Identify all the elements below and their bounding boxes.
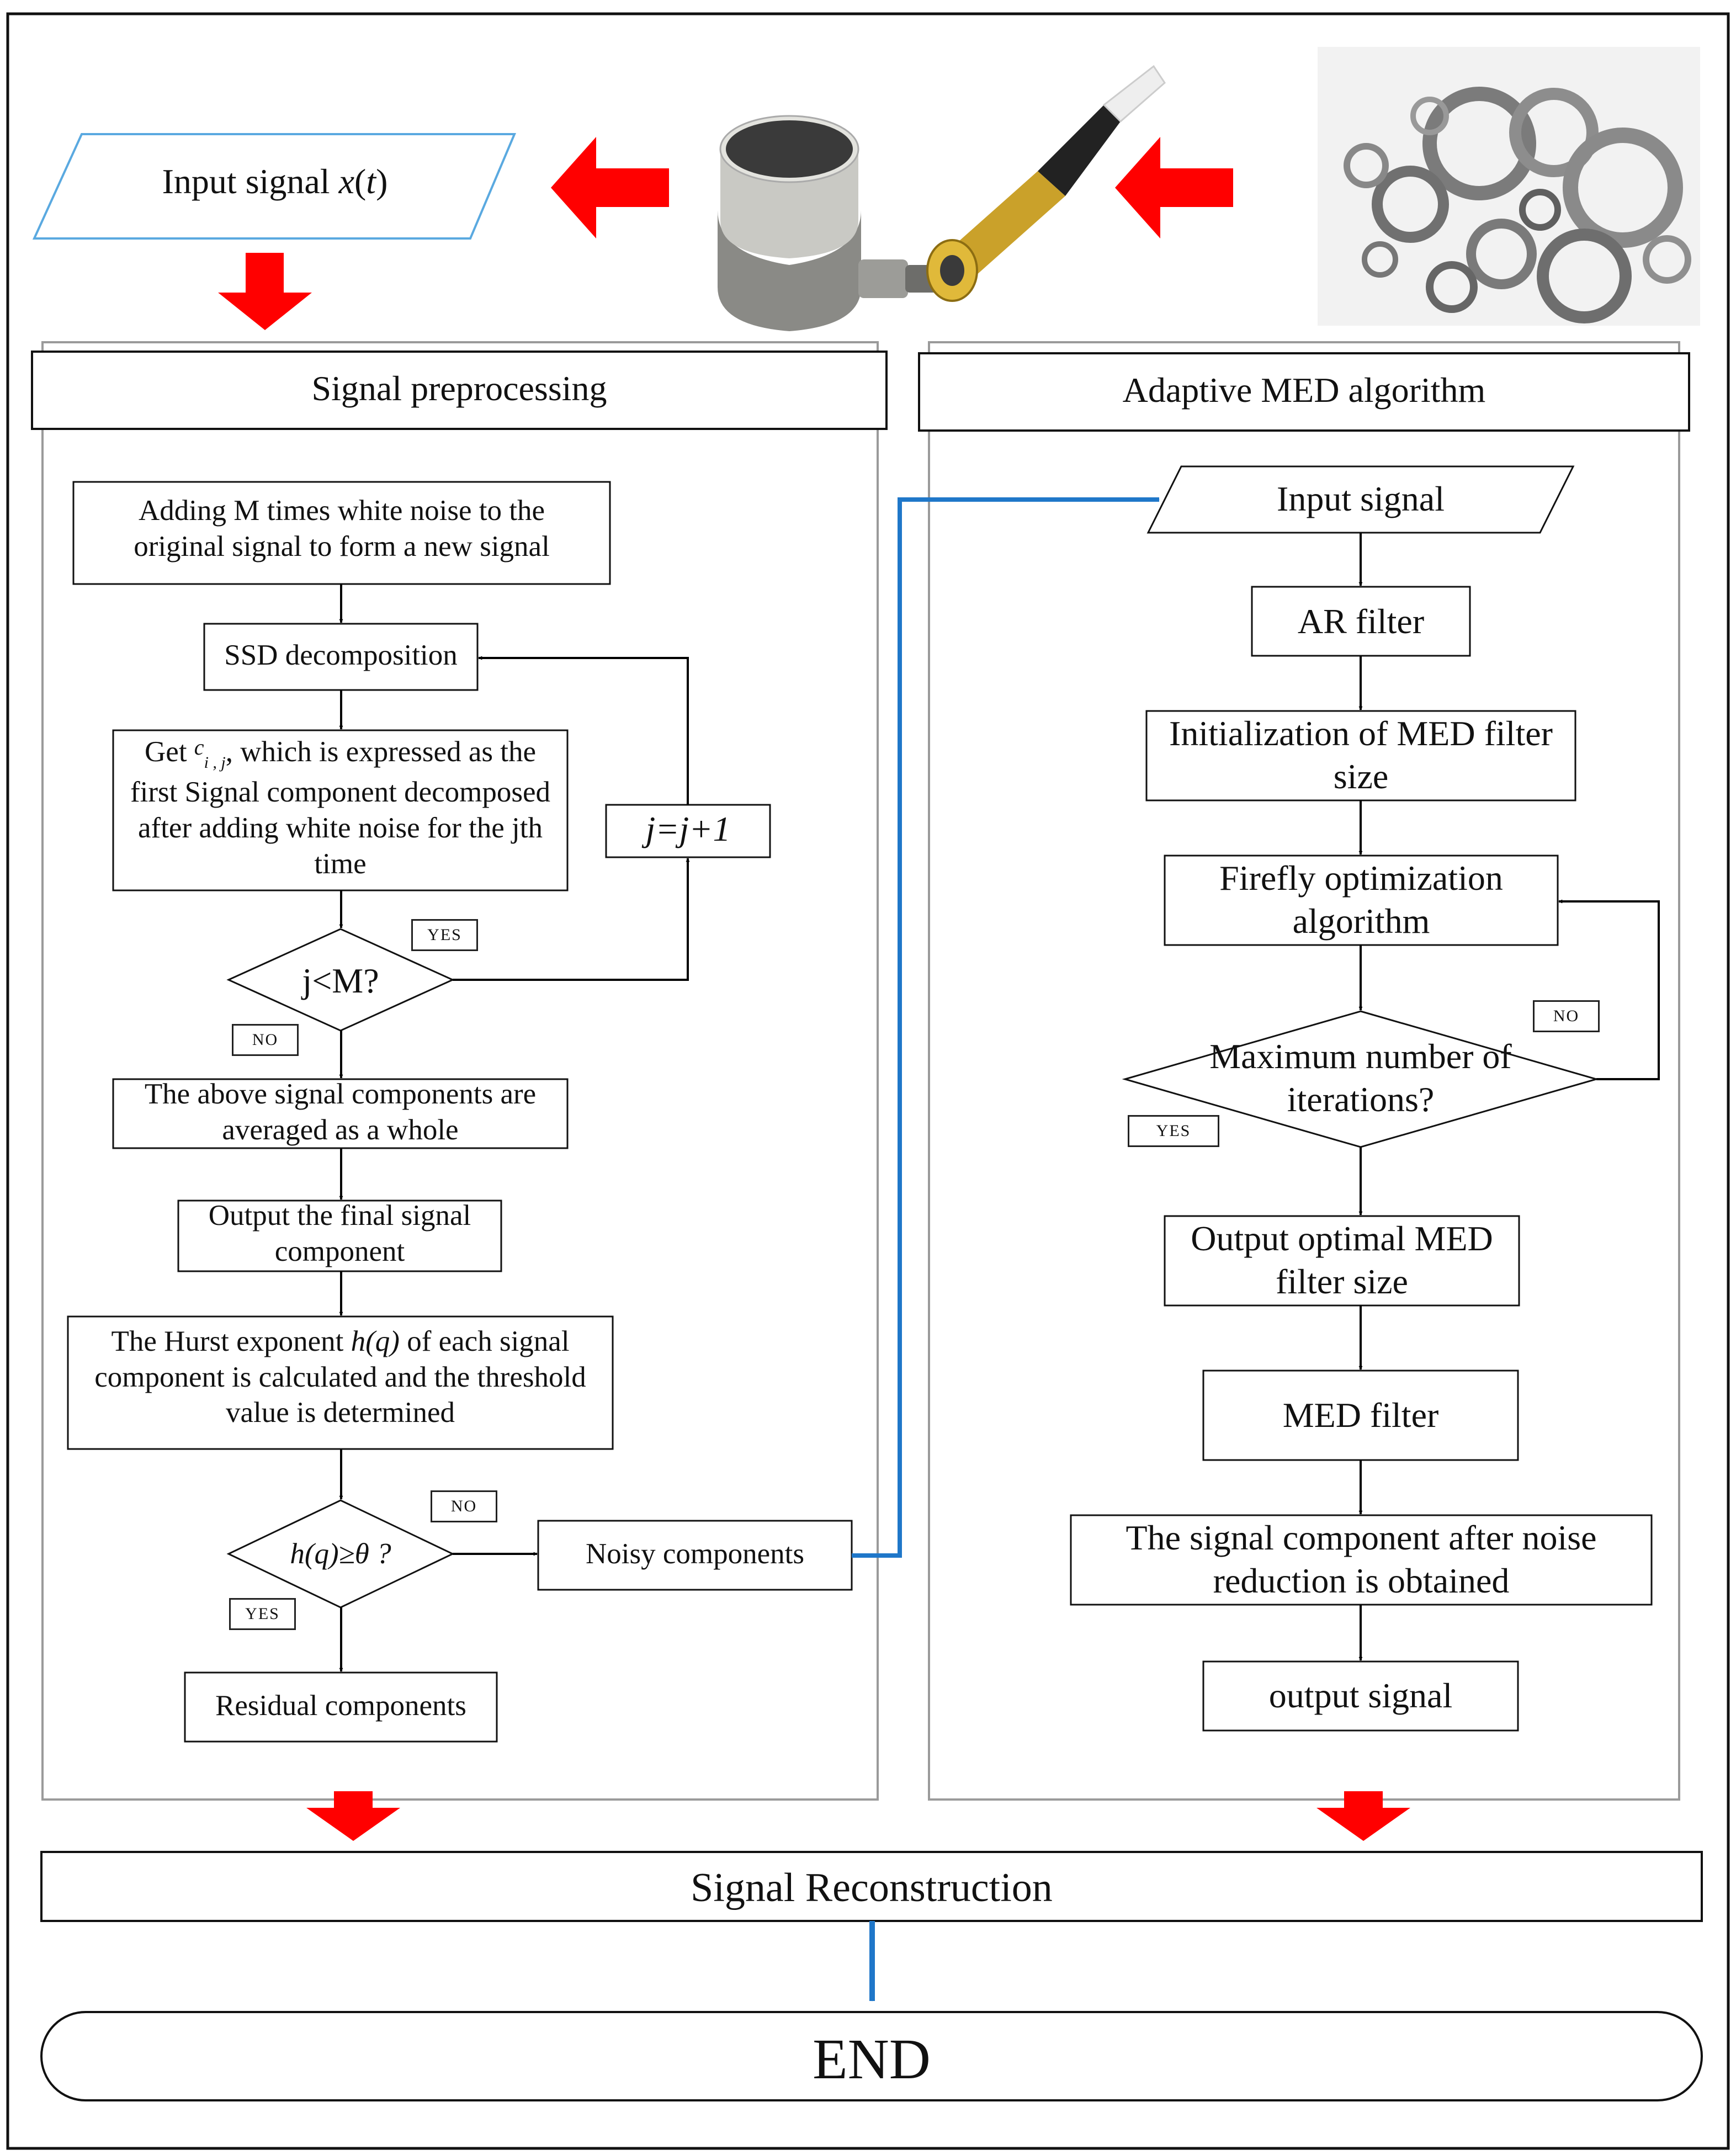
med-panel	[928, 341, 1680, 1801]
output-final-label: Output the final signal component	[208, 1199, 471, 1267]
no-tag-1: NO	[232, 1024, 299, 1056]
average-label: The above signal components are averaged…	[144, 1078, 537, 1146]
box-hurst	[67, 1315, 614, 1450]
arrow-noisy-to-med-input	[852, 497, 1160, 1558]
decision-iter-label: Maximum number of iterations?	[1209, 1037, 1512, 1119]
red-arrow-down-left	[306, 1791, 400, 1841]
arrow-increment-to-ssd	[478, 656, 689, 805]
ar-filter-label: AR filter	[1297, 602, 1425, 641]
box-residual	[184, 1671, 498, 1743]
red-arrow-left-1	[551, 137, 669, 238]
preprocessing-header: Signal preprocessing	[311, 369, 607, 408]
input-signal-shape	[32, 133, 517, 240]
arrow-yes-to-increment	[453, 858, 690, 981]
outer-frame	[6, 12, 1730, 2150]
red-arrow-down-right	[1316, 1791, 1410, 1841]
hurst-label: The Hurst exponent h(q) of each signal c…	[94, 1325, 586, 1429]
output-optimal-label: Output optimal MED filter size	[1191, 1219, 1493, 1302]
reconstruction-box	[40, 1851, 1703, 1922]
box-increment	[605, 804, 771, 858]
box-noise-reduced	[1070, 1514, 1653, 1606]
preprocessing-header-box	[31, 351, 888, 430]
box-output-signal	[1202, 1660, 1519, 1732]
no-tag-3: NO	[1533, 1000, 1600, 1032]
yes-tag-1: YES	[411, 919, 478, 951]
box-average	[112, 1078, 569, 1149]
yes-tag-3: YES	[1128, 1115, 1219, 1147]
yes-tag-2: YES	[229, 1598, 296, 1630]
output-signal-label: output signal	[1268, 1676, 1453, 1715]
increment-label: j=j+1	[645, 809, 731, 848]
box-firefly	[1164, 854, 1559, 946]
arrow-no-to-firefly	[1558, 899, 1660, 1080]
ssd-label: SSD decomposition	[224, 639, 458, 671]
med-header: Adaptive MED algorithm	[1122, 370, 1486, 410]
med-input-label: Input signal	[1277, 479, 1445, 518]
no-tag-2: NO	[431, 1490, 497, 1522]
decision-loop-label: j<M?	[302, 961, 379, 1000]
noise-reduced-label: The signal component after noise reducti…	[1126, 1518, 1597, 1601]
box-med-filter	[1202, 1370, 1519, 1461]
box-output-final	[177, 1199, 502, 1272]
input-signal-label: Input signal x(t)	[162, 162, 388, 201]
get-component-label: Get ci , j, which is expressed as the fi…	[130, 735, 550, 880]
box-output-optimal	[1164, 1215, 1520, 1307]
box-get-component	[112, 729, 569, 891]
preprocessing-panel	[41, 341, 879, 1801]
red-arrow-down-input	[218, 253, 312, 330]
box-add-noise	[72, 481, 611, 585]
med-filter-label: MED filter	[1282, 1395, 1439, 1435]
med-input-shape	[1146, 465, 1575, 534]
threshold-label: h(q)≥θ ?	[290, 1538, 391, 1570]
end-terminal	[40, 2011, 1703, 2101]
noisy-label: Noisy components	[586, 1538, 804, 1570]
med-header-box	[918, 352, 1690, 432]
init-size-label: Initialization of MED filter size	[1169, 714, 1553, 797]
add-noise-label: Adding M times white noise to the origin…	[134, 495, 550, 562]
firefly-label: Firefly optimization algorithm	[1219, 858, 1503, 941]
box-ssd	[203, 623, 479, 691]
accelerometer-sensor-icon	[718, 65, 1166, 331]
residual-label: Residual components	[215, 1690, 466, 1722]
box-ar-filter	[1251, 586, 1471, 657]
box-noisy	[537, 1520, 853, 1591]
ball-bearings-icon	[1318, 47, 1700, 326]
end-label: END	[813, 2027, 931, 2091]
red-arrow-left-2	[1115, 137, 1233, 238]
reconstruction-label: Signal Reconstruction	[691, 1865, 1053, 1910]
box-init-size	[1145, 710, 1576, 802]
